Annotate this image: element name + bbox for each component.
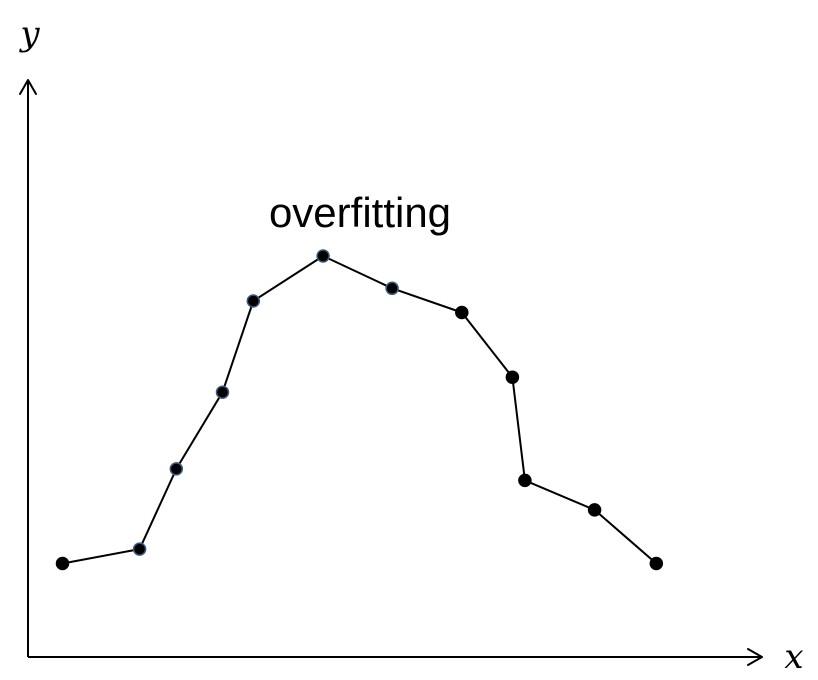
data-point — [505, 370, 520, 384]
data-point — [518, 473, 532, 488]
data-point — [385, 281, 399, 296]
series-line-0 — [62, 255, 657, 565]
data-point — [587, 503, 602, 517]
y-axis-arrow — [19, 79, 37, 95]
axes — [19, 79, 763, 666]
data-point — [169, 462, 184, 476]
data-point — [132, 542, 147, 556]
chart-title: overfitting — [269, 189, 451, 236]
plot-area — [55, 249, 664, 571]
data-point — [649, 556, 664, 571]
x-axis-label: x — [784, 637, 803, 677]
data-point — [246, 294, 261, 308]
y-axis-label: y — [18, 14, 40, 54]
data-point — [55, 556, 70, 571]
x-axis-arrow — [747, 648, 763, 666]
data-point — [316, 249, 330, 263]
data-point — [215, 385, 230, 399]
data-point — [455, 305, 469, 320]
